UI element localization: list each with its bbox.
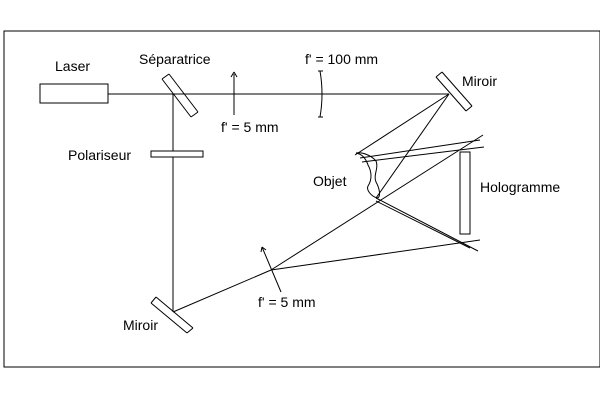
mirror-bottom-end-b (186, 327, 194, 334)
reference-wave-a (270, 134, 484, 271)
label-laser: Laser (55, 58, 90, 74)
mirror-bottom-face-b (155, 296, 194, 329)
label-objet: Objet (313, 173, 347, 189)
lens-5mm-bottom (261, 246, 282, 293)
label-hologramme: Hologramme (480, 179, 560, 195)
object-wave-b (361, 146, 485, 163)
mirror-top-end-a (435, 71, 443, 78)
laser-box (39, 83, 109, 104)
lens-5mm-top-arrow-a (230, 71, 235, 78)
polarizer-plate (150, 150, 204, 158)
mirror-bottom-end-a (150, 296, 157, 304)
label-polariseur: Polariseur (68, 147, 131, 163)
reference-wave-b (270, 239, 481, 271)
object-shape (355, 152, 380, 199)
mirror-top-face-b (441, 71, 473, 107)
object-beam-a (354, 93, 450, 156)
mirror-bottom-face-a (150, 302, 188, 334)
object-wave-c (375, 197, 479, 252)
diagram-frame (3, 30, 600, 368)
reference-beam-diagonal (172, 269, 272, 313)
object-wave-d (375, 200, 471, 249)
hologram-plate (459, 151, 471, 235)
lens-100mm (319, 70, 323, 118)
object-wave-a (359, 139, 481, 159)
lens-5mm-bottom-arrow-a (260, 246, 263, 253)
beam-splitter-end-a (161, 73, 170, 80)
label-lens-100mm: f' = 100 mm (305, 51, 378, 67)
lens-5mm-top-arrow-b (233, 71, 238, 78)
label-miroir-bottom: Miroir (123, 317, 158, 333)
beam-splitter-face-a (161, 78, 192, 118)
beam-splitter-face-b (168, 73, 199, 113)
mirror-top-face-a (435, 76, 467, 112)
label-lens-5mm-top: f' = 5 mm (221, 119, 279, 135)
beam-splitter-end-b (190, 111, 199, 118)
object-beam-b (375, 93, 450, 199)
lens-5mm-bottom-arrow-b (261, 246, 267, 251)
mirror-top-end-b (465, 105, 473, 112)
label-miroir-top: Miroir (462, 73, 497, 89)
label-separatrice: Séparatrice (139, 51, 211, 67)
label-lens-5mm-bottom: f' = 5 mm (258, 294, 316, 310)
